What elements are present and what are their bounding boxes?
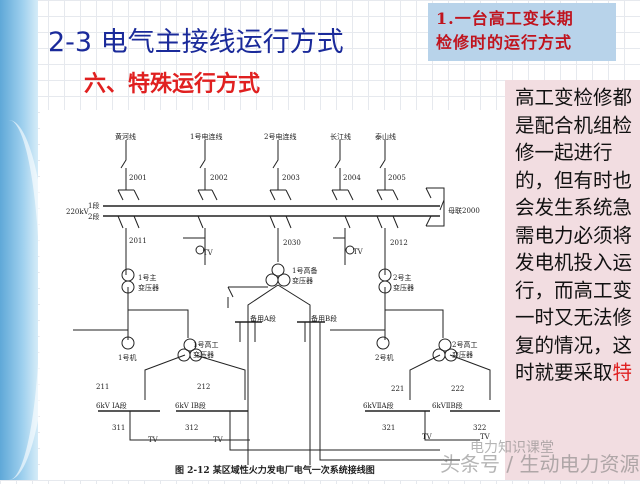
tv-label: TV [203,249,214,257]
main-transformer-2-label: 变压器 [393,283,414,292]
tv-label: TV [422,433,433,441]
feeder-lines [73,140,491,465]
breaker-label: 312 [185,424,198,432]
side-highlight: 特 [612,361,633,384]
gen2-label: 2号机 [375,353,393,362]
feeder-label: 2号电连线 [264,132,296,141]
standby-a-label: 备用A段 [250,314,276,323]
main-transformer-1-label: 1号主 [138,273,156,282]
breaker-label: 221 [391,385,404,393]
feeder-label: 泰山线 [375,132,396,141]
breaker-label: 322 [473,424,486,432]
side-text: 高工变检修都是配合机组检修一起进行的，但有时也会发生系统急需电力必须将发电机投入… [515,86,633,384]
bus-tie-label: 母联2000 [448,206,480,215]
aux-transformer-2-label: 变压器 [452,350,473,359]
watermark-channel: 电力知识课堂 [470,440,554,456]
breaker-label: 211 [96,383,109,391]
breaker-label: 2002 [210,174,228,182]
breaker-label: 2005 [388,174,406,182]
main-transformer-1-label: 变压器 [138,283,159,292]
generator-symbols [121,336,390,350]
standby-transformer-label: 1号高备 [292,266,317,275]
breaker-label: 2012 [390,239,408,247]
standby-transformer-label: 变压器 [292,276,313,285]
aux-transformer-1-label: 1号高工 [193,340,218,349]
slide-title: 2-3 电气主接线运行方式 [48,27,344,58]
bus-6kv-2b-label: 6kVⅡB段 [432,401,463,410]
feeder-label: 1号电连线 [190,132,222,141]
bus1-label: 1段 [88,201,99,210]
note-line-1: 1.一台高工变长期 [436,9,574,28]
watermark-source: 头条号 / 生动电力资源 [440,452,640,476]
breaker-label: 2011 [129,237,147,245]
tv-label: TV [353,248,364,256]
breaker-label: 222 [451,385,464,393]
breaker-label: 2030 [283,239,301,247]
feeder-label: 长江线 [330,132,351,141]
feeder-label: 黄河线 [115,132,136,141]
bus-6kv-1a-label: 6kV ⅠA段 [96,401,127,410]
figure-caption: 图 2-12 某区域性火力发电厂电气一次系统接线图 [175,464,375,476]
aux-transformer-2-label: 2号高工 [452,340,477,349]
breaker-label: 321 [382,424,395,432]
decorative-strip [0,0,48,480]
busbars [98,205,500,412]
main-transformer-2-label: 2号主 [393,273,411,282]
wiring-diagram: 黄河线 1号电连线 2号电连线 长江线 泰山线 2001 2002 2003 2… [40,110,505,480]
breaker-label: 2003 [282,174,300,182]
note-box: 1.一台高工变长期 检修时的运行方式 [428,3,616,61]
bus-6kv-2a-label: 6kVⅡA段 [363,401,394,410]
aux-transformer-1-label: 变压器 [193,350,214,359]
gen1-label: 1号机 [118,353,136,362]
side-panel: 高工变检修都是配合机组检修一起进行的，但有时也会发生系统急需电力必须将发电机投入… [505,80,640,480]
slide-subtitle: 六、特殊运行方式 [84,72,261,97]
breaker-label: 212 [197,383,210,391]
bus-voltage-label: 220kV [66,208,90,216]
breaker-label: 2004 [343,174,361,182]
note-line-2: 检修时的运行方式 [436,33,573,52]
breaker-label: 2001 [129,174,147,182]
bus2-label: 2段 [88,212,99,221]
breaker-label: 311 [112,424,125,432]
tv-label: TV [480,433,491,441]
standby-b-label: 备用B段 [311,314,337,323]
transformer-symbols [121,245,458,362]
bus-6kv-1b-label: 6kV ⅠB段 [175,401,206,410]
